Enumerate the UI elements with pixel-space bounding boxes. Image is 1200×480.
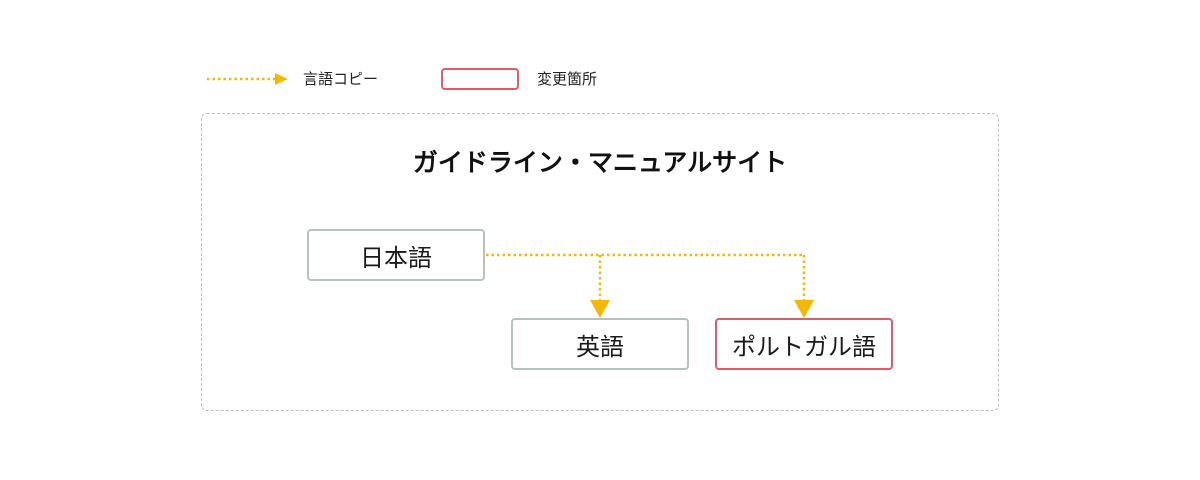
- legend-label-changed: 変更箇所: [537, 70, 598, 88]
- legend: 言語コピー 変更箇所: [205, 66, 597, 92]
- site-boundary: [201, 113, 999, 411]
- node-japanese: 日本語: [307, 229, 485, 281]
- dotted-arrow-icon: [207, 73, 288, 85]
- node-portuguese: ポルトガル語: [715, 318, 893, 370]
- node-english: 英語: [511, 318, 689, 370]
- legend-item-language-copy: 言語コピー: [205, 66, 378, 92]
- legend-item-changed: 変更箇所: [441, 66, 597, 92]
- diagram-title: ガイドライン・マニュアルサイト: [412, 148, 788, 177]
- changed-swatch: [441, 68, 520, 90]
- legend-label-language-copy: 言語コピー: [303, 70, 379, 88]
